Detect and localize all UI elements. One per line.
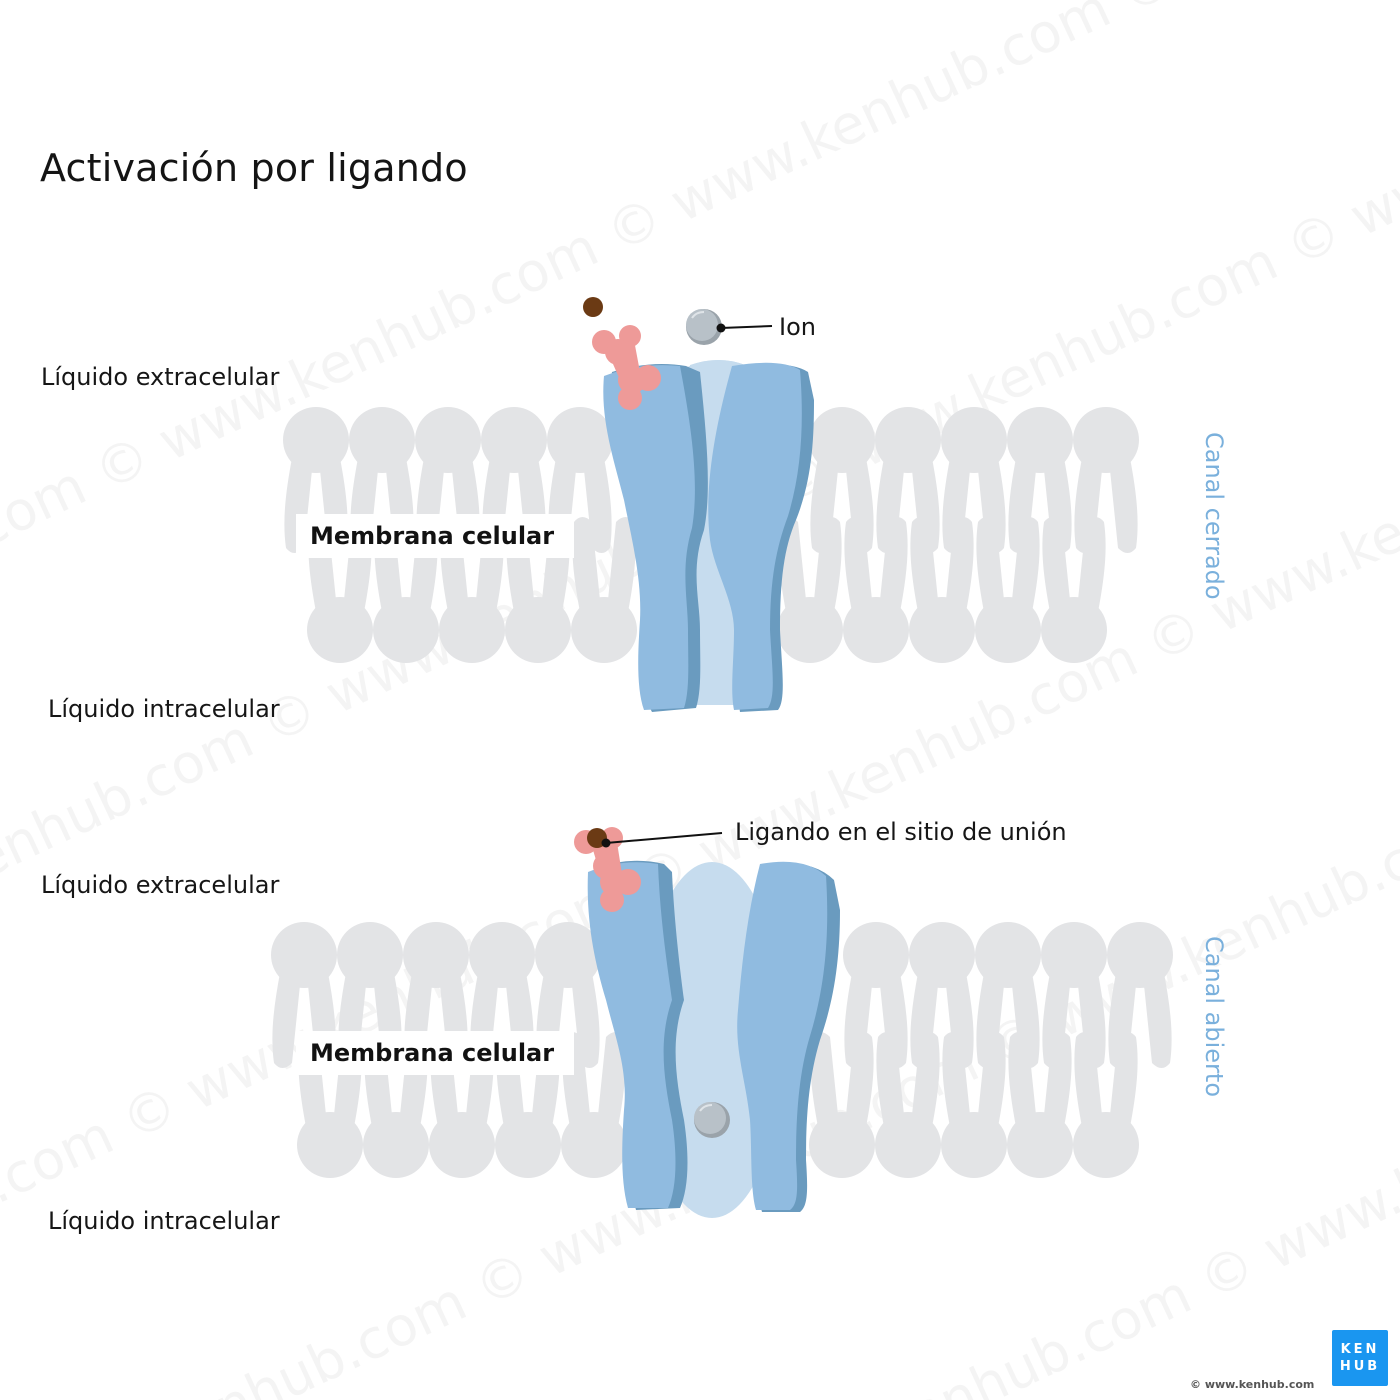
- ion-callout-leader: [716, 323, 773, 333]
- intracellular-label-closed: Líquido intracelular: [48, 695, 280, 723]
- diagram-title: Activación por ligando: [40, 146, 468, 190]
- protein-subunit-right: [708, 362, 814, 712]
- membrane-label-closed: Membrana celular: [296, 514, 575, 558]
- panel-open: [271, 827, 1173, 1218]
- extracellular-label-closed: Líquido extracelular: [41, 363, 280, 391]
- membrane-label-open: Membrana celular: [296, 1031, 575, 1075]
- ligand-binding-site: [592, 325, 661, 410]
- ion-callout-label: Ion: [779, 313, 816, 341]
- protein-subunit-right-open: [737, 861, 840, 1212]
- state-label-closed: Canal cerrado: [1200, 432, 1228, 600]
- intracellular-label-open: Líquido intracelular: [48, 1207, 280, 1235]
- protein-subunit-left-open: [587, 860, 688, 1210]
- ligand-callout-leader: [601, 832, 723, 848]
- protein-subunit-left: [603, 364, 708, 712]
- state-label-open: Canal abierto: [1200, 936, 1228, 1098]
- panel-closed: [283, 297, 1139, 712]
- copyright-text: © www.kenhub.com: [1190, 1378, 1315, 1391]
- logo-line-2: HUB: [1339, 1359, 1381, 1374]
- ion-particle: [686, 309, 722, 345]
- kenhub-logo: KEN HUB: [1332, 1330, 1388, 1386]
- ligand-molecule: [583, 297, 603, 317]
- logo-line-1: KEN: [1340, 1342, 1380, 1357]
- ion-particle-in-pore: [694, 1102, 730, 1138]
- ligand-callout-label: Ligando en el sitio de unión: [735, 818, 1067, 846]
- extracellular-label-open: Líquido extracelular: [41, 871, 280, 899]
